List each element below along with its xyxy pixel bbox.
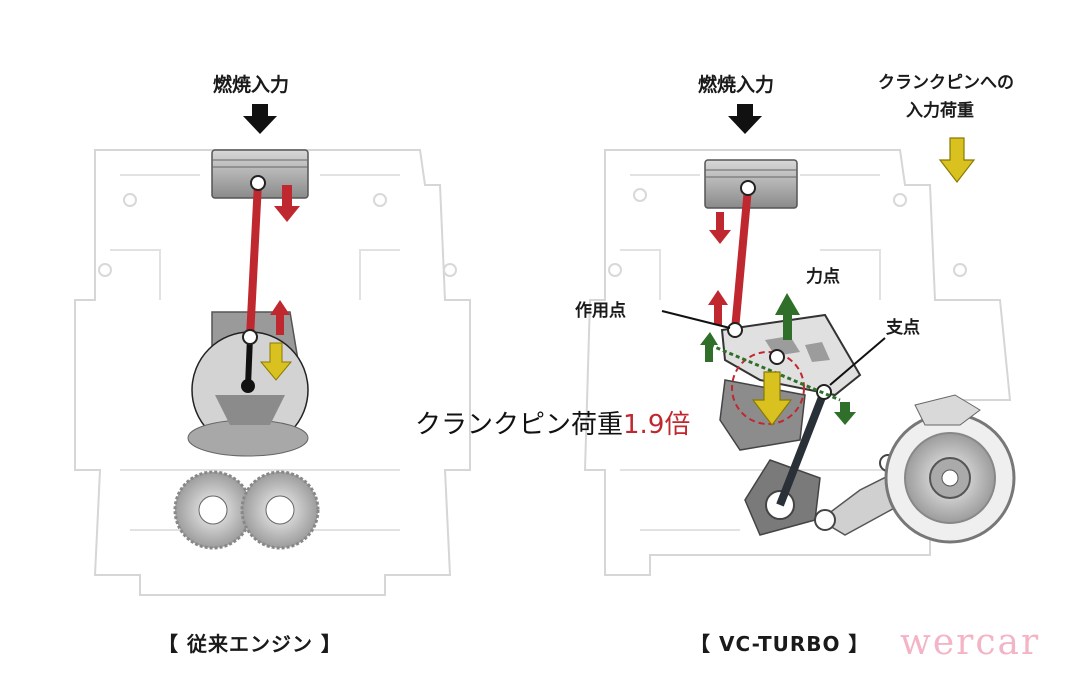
green-arrow-left [700,332,718,362]
conventional-engine [74,104,471,596]
crank-input-load-arrow [938,137,976,183]
caption-vc-turbo: 【 VC-TURBO 】 [690,632,870,656]
balance-gears [173,470,320,550]
connecting-rod-left [246,182,262,338]
rod-force-arrow-right-top [709,212,731,244]
rod-force-arrow-right-mid [708,290,728,325]
crank-pin-load-value: 1.9倍 [623,410,691,440]
upper-link-plate [720,313,862,397]
combustion-input-label-right: 燃焼入力 [698,74,775,96]
fulcrum-label: 支点 [886,318,920,338]
crank-pin-load-callout: クランクピン荷重1.9倍 [415,404,690,441]
crank-load-arrow-left [259,342,293,381]
caption-conventional: 【 従来エンジン 】 [158,632,342,656]
crank-input-label-line1: クランクピンへの [878,73,1014,93]
connecting-rod-right [731,187,752,331]
control-link [776,390,828,507]
crank-load-arrow-right [751,371,793,426]
crank-input-label-line2: 入力荷重 [906,101,974,121]
fulcrum-leader [829,337,886,386]
engine-block-outline-left [74,149,471,596]
green-arrow-right [834,402,856,425]
power-arrow-green [775,293,800,340]
power-point-label: 力点 [806,267,840,287]
watermark: wercar [900,622,1041,663]
power-point-joint [769,349,785,365]
action-point-joint [727,322,743,338]
combustion-input-label-left: 燃焼入力 [213,74,290,96]
crank-pin-load-text: クランクピン荷重 [415,410,624,440]
actuator-gear [884,394,1016,544]
vc-turbo-engine [583,104,1016,576]
rod-force-arrow-left-mid [270,300,290,335]
combustion-arrow-right [728,104,762,134]
rod-force-arrow-left-top [274,185,300,222]
combustion-arrow-left [243,104,277,134]
action-point-leader [661,310,731,329]
action-point-label: 作用点 [575,301,626,321]
